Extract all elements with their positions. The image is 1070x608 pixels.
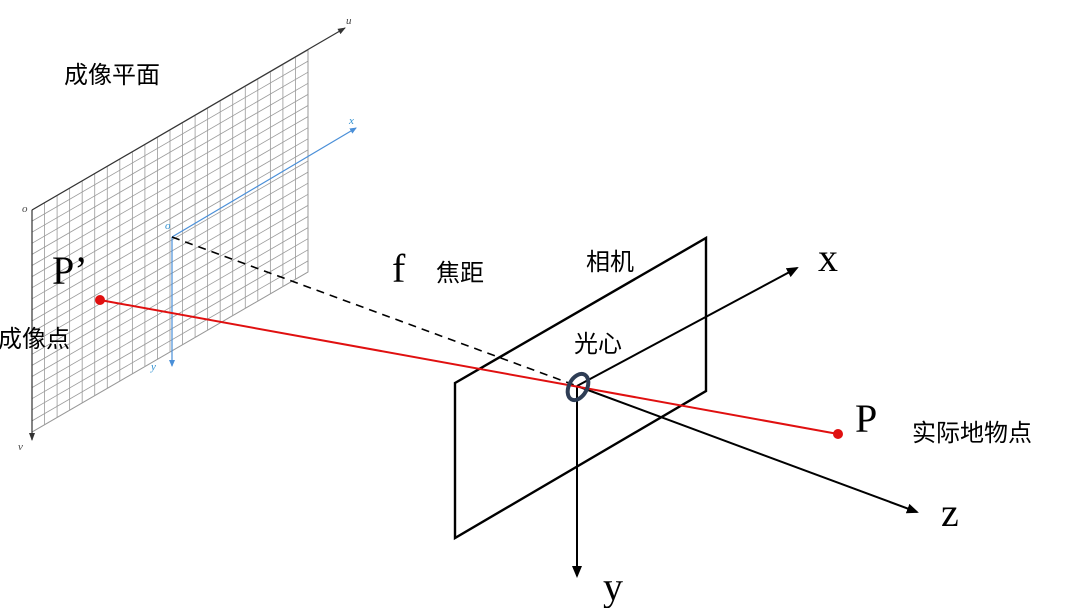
grid-line-horizontal [31, 60, 309, 222]
grid-line-horizontal [31, 127, 309, 289]
image-plane-u-axis [31, 27, 346, 211]
image-plane-grid [31, 49, 309, 433]
grid-line-horizontal [31, 138, 309, 300]
grid-line-horizontal [31, 105, 309, 266]
grid-line-horizontal [31, 216, 309, 377]
image-plane-label: 成像平面 [64, 61, 160, 89]
grid-line-horizontal [31, 116, 309, 277]
grid-line-horizontal [31, 94, 309, 255]
grid-line-horizontal [31, 238, 309, 400]
grid-line-horizontal [31, 71, 309, 233]
image-point-name: P’ [52, 248, 88, 293]
grid-line-horizontal [31, 160, 309, 322]
image-plane-u-label: u [346, 15, 352, 27]
grid-line-horizontal [31, 171, 309, 333]
grid-line-horizontal [31, 182, 309, 344]
image-point-marker [95, 295, 105, 305]
focal-length-line [171, 236, 578, 387]
grid-line-horizontal [31, 249, 309, 411]
optical-center-lens [565, 371, 591, 403]
camera-z-axis [576, 385, 919, 514]
camera-y-label: y [603, 564, 623, 608]
grid-line-horizontal [31, 271, 309, 433]
inner-x-axis [171, 127, 357, 238]
inner-y-label: y [150, 361, 156, 373]
image-point-label: 成像点 [0, 325, 70, 353]
grid-line-horizontal [31, 193, 309, 355]
focal-label: 焦距 [436, 259, 484, 287]
camera-x-label: x [818, 235, 838, 280]
camera-z-label: z [941, 490, 959, 535]
image-plane-origin-label: o [22, 203, 28, 215]
grid-line-horizontal [31, 227, 309, 388]
inner-x-label: x [348, 115, 354, 127]
world-point-name: P [855, 396, 877, 441]
grid-line-horizontal [31, 260, 309, 422]
camera-frame [453, 235, 708, 541]
optical-center-label: 光心 [574, 330, 622, 358]
camera-x-axis [576, 267, 799, 387]
world-point-marker [833, 429, 843, 439]
grid-line-horizontal [31, 205, 309, 366]
inner-origin-label: o [165, 220, 171, 232]
camera-label: 相机 [586, 248, 634, 276]
image-plane-v-label: v [18, 441, 23, 453]
grid-line-horizontal [31, 149, 309, 311]
focal-symbol: f [392, 246, 406, 291]
projection-ray [99, 299, 839, 435]
world-point-label: 实际地物点 [912, 419, 1032, 447]
grid-line-horizontal [31, 82, 309, 244]
